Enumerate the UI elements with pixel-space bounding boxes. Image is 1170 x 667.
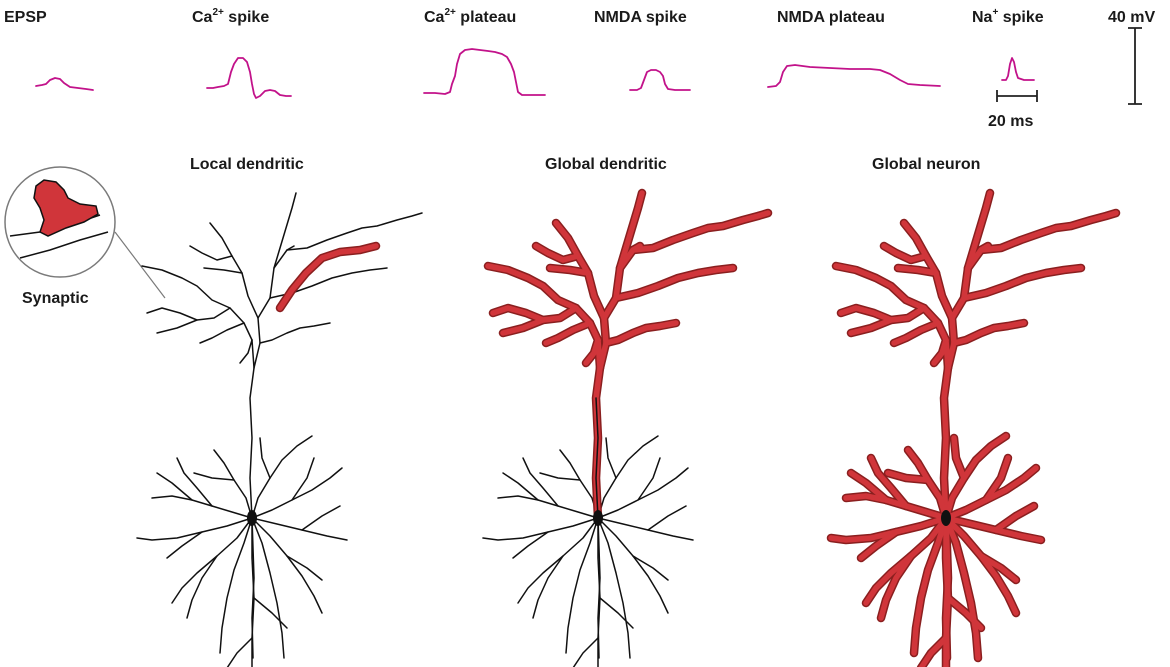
signal-label: Ca2+ plateau <box>424 7 516 26</box>
time-scale-label: 20 ms <box>988 113 1033 130</box>
signal-label: NMDA spike <box>594 9 687 26</box>
nmda-spike-trace <box>629 69 691 91</box>
time-scale-bar: 20 ms <box>988 90 1038 130</box>
voltage-scale-label: 40 mV <box>1108 9 1155 26</box>
local-dendritic-label: Local dendritic <box>190 156 304 173</box>
global-dendritic-label: Global dendritic <box>545 156 667 173</box>
neuron-local-dendritic <box>136 192 423 667</box>
signal-label: EPSP <box>4 9 47 26</box>
signal-nmda-plateau: NMDA plateau <box>767 9 941 88</box>
signal-na-spike: Na+ spike <box>972 7 1044 81</box>
nmda-plateau-trace <box>767 64 941 88</box>
synaptic-inset: Synaptic <box>4 166 166 307</box>
trace-row: EPSP Ca2+ spike Ca2+ plateau NMDA spike … <box>4 7 1155 130</box>
na-spike-trace <box>1001 57 1035 81</box>
signal-label: NMDA plateau <box>777 9 885 26</box>
signal-epsp: EPSP <box>4 9 94 91</box>
ca-plateau-trace <box>423 48 546 96</box>
synaptic-label: Synaptic <box>22 290 89 307</box>
neuron-global-neuron <box>831 193 1116 667</box>
ca-spike-trace <box>206 57 292 99</box>
signal-nmda-spike: NMDA spike <box>594 9 691 91</box>
signal-ca-spike: Ca2+ spike <box>192 7 292 99</box>
inset-pointer <box>114 231 166 299</box>
neuron-global-dendritic <box>482 193 768 667</box>
signal-ca-plateau: Ca2+ plateau <box>423 7 546 96</box>
soma <box>941 510 951 526</box>
dendritic-spine-icon <box>33 179 99 237</box>
signal-label: Na+ spike <box>972 7 1044 26</box>
global-neuron-label: Global neuron <box>872 156 980 173</box>
signal-label: Ca2+ spike <box>192 7 269 26</box>
soma <box>247 510 257 526</box>
soma <box>593 510 603 526</box>
voltage-scale-bar: 40 mV <box>1108 9 1155 105</box>
epsp-trace <box>35 77 94 91</box>
